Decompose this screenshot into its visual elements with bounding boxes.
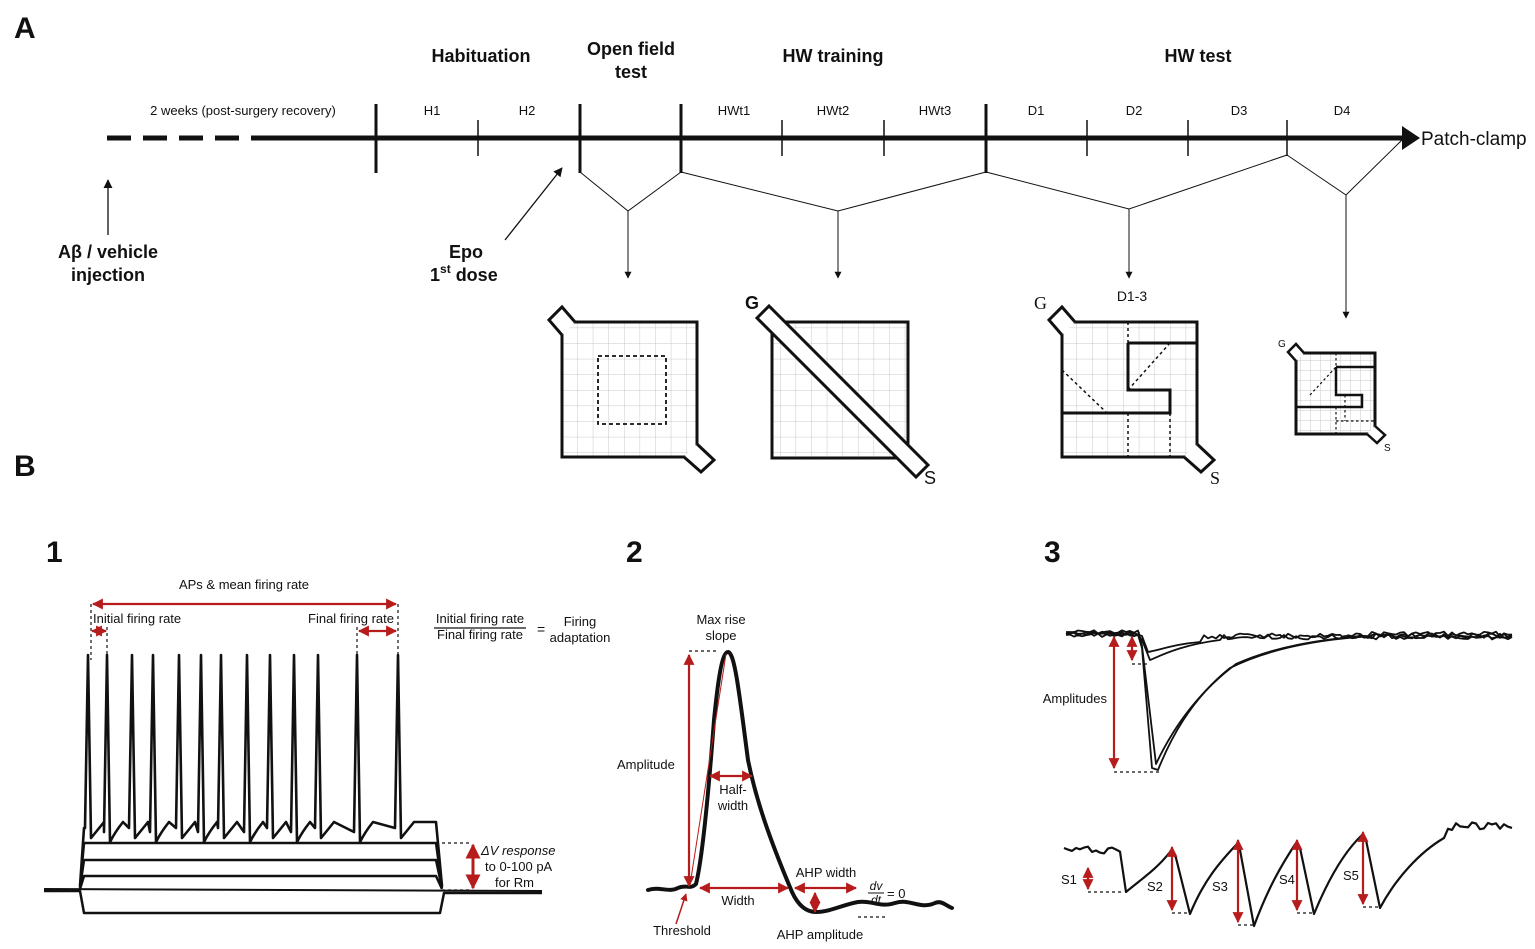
d4-start-g: G — [1278, 339, 1286, 350]
epsc-amplitude-arrows — [1108, 635, 1138, 770]
training-goal-s: S — [924, 468, 936, 488]
amplitude-label: Amplitude — [617, 757, 675, 772]
open-field-maze — [546, 304, 717, 475]
epo-dose-label: 1st dose — [430, 262, 498, 285]
adaptation-line2: adaptation — [550, 630, 611, 645]
max-rise-line1: Max rise — [696, 612, 745, 627]
test-maze-label: D1-3 — [1117, 288, 1148, 304]
patch-clamp-label: Patch-clamp — [1421, 129, 1527, 150]
session-label: HWt3 — [919, 103, 952, 118]
phase-funnels — [579, 137, 1405, 319]
phase-open-field-line2: test — [615, 62, 647, 82]
test-goal-s: S — [1210, 468, 1220, 488]
phase-hw-test: HW test — [1165, 46, 1232, 66]
injection-label-line2: injection — [71, 265, 145, 285]
ratio-numerator: Initial firing rate — [436, 611, 524, 626]
max-rise-line2: slope — [705, 628, 736, 643]
epsc-train-trace — [1063, 821, 1513, 928]
dv-label-line3: for Rm — [495, 875, 534, 890]
session-label: H1 — [424, 103, 441, 118]
max-rise-slope-line — [689, 653, 727, 886]
train-amplitude-arrows — [1082, 830, 1369, 924]
amplitudes-label: Amplitudes — [1043, 691, 1108, 706]
panel-b2-label: 2 — [626, 536, 643, 569]
test-start-g: G — [1034, 293, 1047, 313]
adaptation-line1: Firing — [564, 614, 597, 629]
session-label: D2 — [1126, 103, 1143, 118]
stim-label: S1 — [1061, 872, 1077, 887]
final-rate-label: Final firing rate — [308, 611, 394, 626]
dvdt-denominator: dt — [871, 893, 882, 907]
test-maze — [1046, 304, 1217, 475]
injection-label-line1: Aβ / vehicle — [58, 242, 158, 262]
train-guides — [1088, 891, 1380, 926]
firing-guides — [90, 604, 470, 891]
phase-habituation: Habituation — [432, 46, 531, 66]
dv-label-line2: to 0-100 pA — [485, 859, 553, 874]
recovery-label: 2 weeks (post-surgery recovery) — [150, 103, 336, 118]
stim-label: S5 — [1343, 868, 1359, 883]
dv-label-line1: ΔV response — [480, 843, 555, 858]
ap-guides — [689, 650, 885, 918]
training-start-g: G — [745, 293, 759, 313]
ahp-width-label: AHP width — [796, 865, 856, 880]
session-label: H2 — [519, 103, 536, 118]
initial-rate-label: Initial firing rate — [93, 611, 181, 626]
epo-arrow — [504, 167, 563, 241]
ahp-amplitude-label: AHP amplitude — [777, 927, 863, 942]
timeline-axis — [107, 104, 1420, 173]
dvdt-numerator: dv — [870, 879, 884, 893]
epo-label: Epo — [449, 242, 483, 262]
dvdt-zero: = 0 — [887, 886, 905, 901]
panel-a-label: A — [14, 12, 36, 45]
firing-traces — [43, 653, 543, 915]
training-maze — [754, 303, 931, 480]
ap-measure-arrows — [675, 653, 858, 925]
panel-b3-label: 3 — [1044, 536, 1061, 569]
half-width-line1: Half- — [719, 782, 746, 797]
panel-b-label: B — [14, 450, 36, 483]
stim-label: S4 — [1279, 872, 1295, 887]
epsc-guides — [1114, 632, 1160, 773]
threshold-label: Threshold — [653, 923, 711, 938]
test-d4-maze — [1286, 342, 1387, 445]
panel-b1-label: 1 — [46, 536, 63, 569]
session-label: HWt2 — [817, 103, 850, 118]
session-label: HWt1 — [718, 103, 751, 118]
firing-measure-arrows — [90, 598, 481, 890]
phase-open-field-line1: Open field — [587, 39, 675, 59]
half-width-line2: width — [717, 798, 748, 813]
ratio-equals: = — [537, 621, 545, 637]
session-label: D1 — [1028, 103, 1045, 118]
stim-label: S2 — [1147, 879, 1163, 894]
d4-goal-s: S — [1384, 443, 1391, 454]
session-label: D4 — [1334, 103, 1351, 118]
stim-label: S3 — [1212, 879, 1228, 894]
aps-label: APs & mean firing rate — [179, 577, 309, 592]
width-label: Width — [721, 893, 754, 908]
epsc-traces — [1065, 629, 1513, 771]
phase-hw-training: HW training — [783, 46, 884, 66]
ratio-denominator: Final firing rate — [437, 627, 523, 642]
session-label: D3 — [1231, 103, 1248, 118]
